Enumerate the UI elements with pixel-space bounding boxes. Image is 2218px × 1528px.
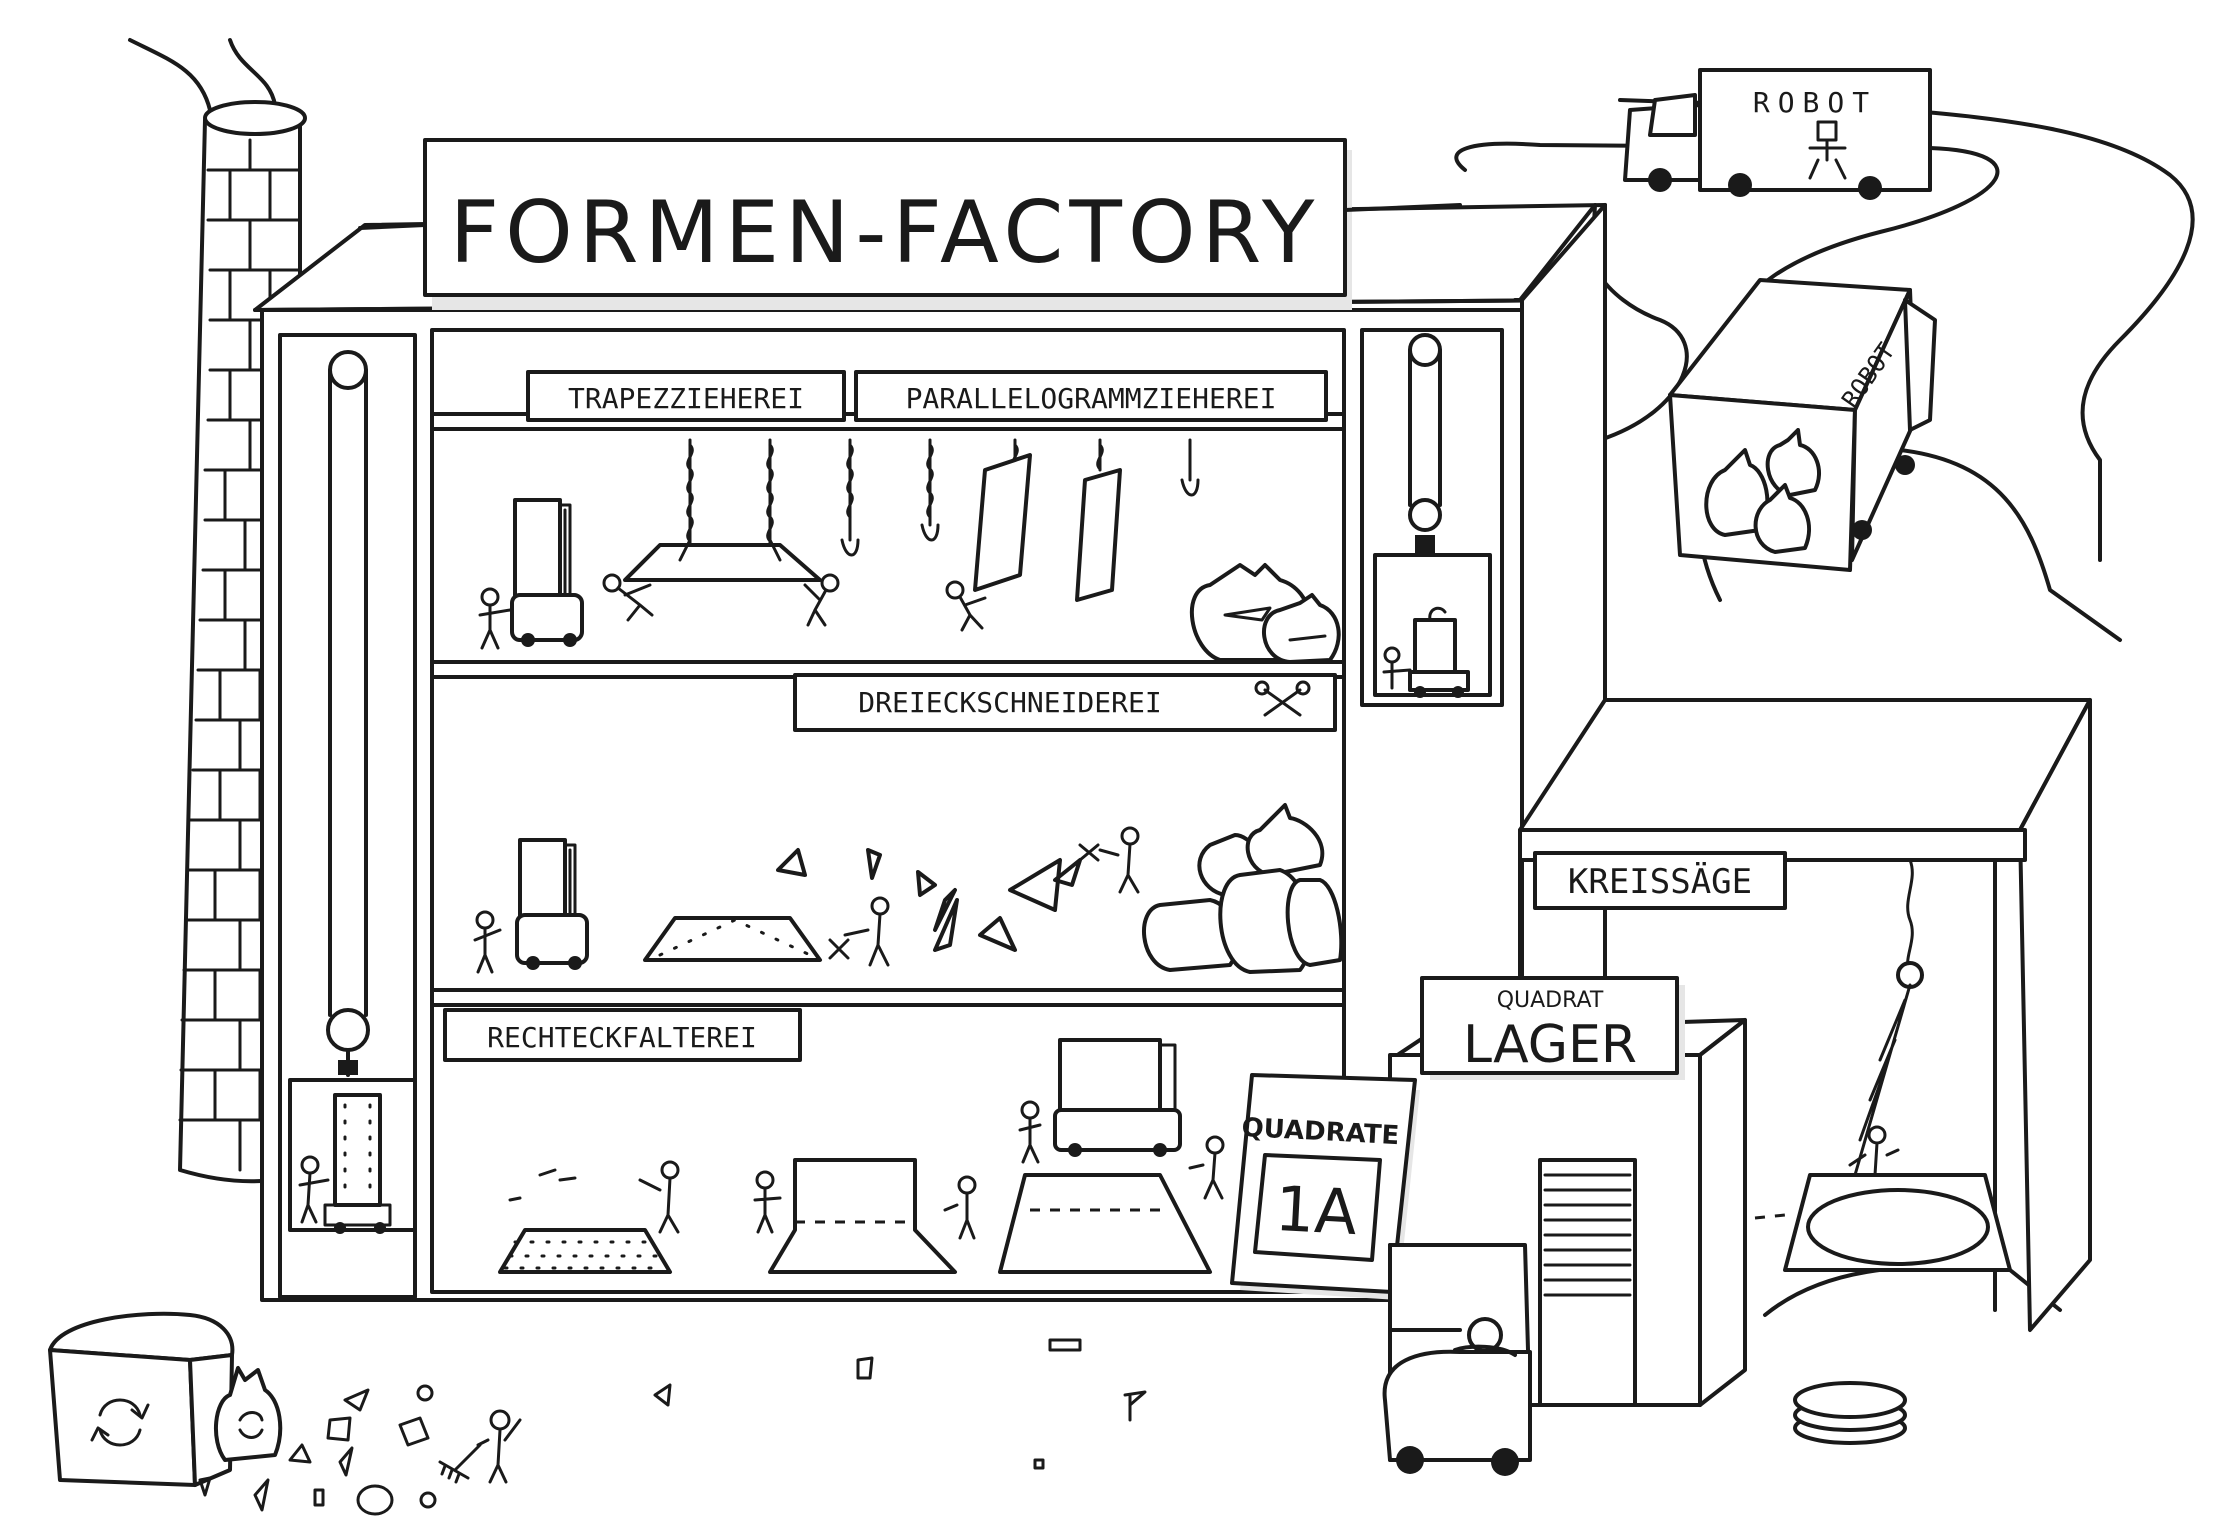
truck-icon: ROBOT (1623, 68, 1932, 200)
parallelogram-shape-2 (1075, 468, 1122, 602)
scattered-scraps (198, 1338, 1147, 1516)
floor-rechteck: RECHTECKFALTEREI (443, 1008, 1225, 1274)
top-truck-label: ROBOT (1753, 86, 1877, 119)
recycle-icon (90, 1398, 150, 1447)
recycle-bin (48, 1311, 283, 1487)
sign-rechteckfalterei: RECHTECKFALTEREI (487, 1021, 757, 1054)
workers-top (478, 573, 987, 650)
forklift-icon (1382, 1243, 1532, 1476)
sign-grade: 1A (1273, 1172, 1359, 1249)
floor-trapez-parallelogramm: TRAPEZZIEHEREI PARALLELOGRAMMZIEHEREI (478, 370, 1341, 664)
cart-top (510, 498, 584, 647)
kreissaege-building: KREISSÄGE (1518, 698, 2092, 1332)
sign-trapezzieherei: TRAPEZZIEHEREI (568, 382, 804, 415)
factory-title: FORMEN-FACTORY (450, 183, 1321, 283)
trash-bag-icon (1704, 428, 1821, 554)
left-elevator (288, 350, 417, 1234)
sign-dreieckschneiderei: DREIECKSCHNEIDEREI (858, 686, 1161, 719)
trash-bag-icon (1189, 563, 1341, 664)
quadrate-board: QUADRATE 1A (1230, 1073, 1420, 1300)
trash-bag-icon (1142, 803, 1344, 974)
factory-title-sign: FORMEN-FACTORY (358, 138, 1462, 310)
cart-bottom (1053, 1038, 1182, 1157)
sign-quadrat: QUADRAT (1497, 988, 1604, 1013)
cutting-mat (643, 916, 822, 962)
cart-middle (515, 838, 589, 970)
disc-stack (1793, 1381, 1907, 1445)
trapezoid-shape (623, 543, 822, 582)
sign-kreissaege: KREISSÄGE (1568, 862, 1752, 902)
workers-middle (473, 826, 1140, 974)
sign-lager: LAGER (1463, 1015, 1637, 1075)
floor-dreieck: DREIECKSCHNEIDEREI (473, 673, 1344, 974)
scissors-icon (1254, 680, 1311, 717)
truck-icon: ROBOT (1668, 278, 1937, 572)
workers-bottom (753, 1100, 1225, 1240)
sign-parallelogrammzieherei: PARALLELOGRAMMZIEHEREI (906, 382, 1277, 415)
right-elevator (1373, 333, 1492, 698)
parallelogram-shape-1 (973, 453, 1032, 592)
robot-figure (1808, 120, 1847, 180)
rake-icon (438, 1409, 522, 1484)
worker-dots (508, 1160, 680, 1234)
